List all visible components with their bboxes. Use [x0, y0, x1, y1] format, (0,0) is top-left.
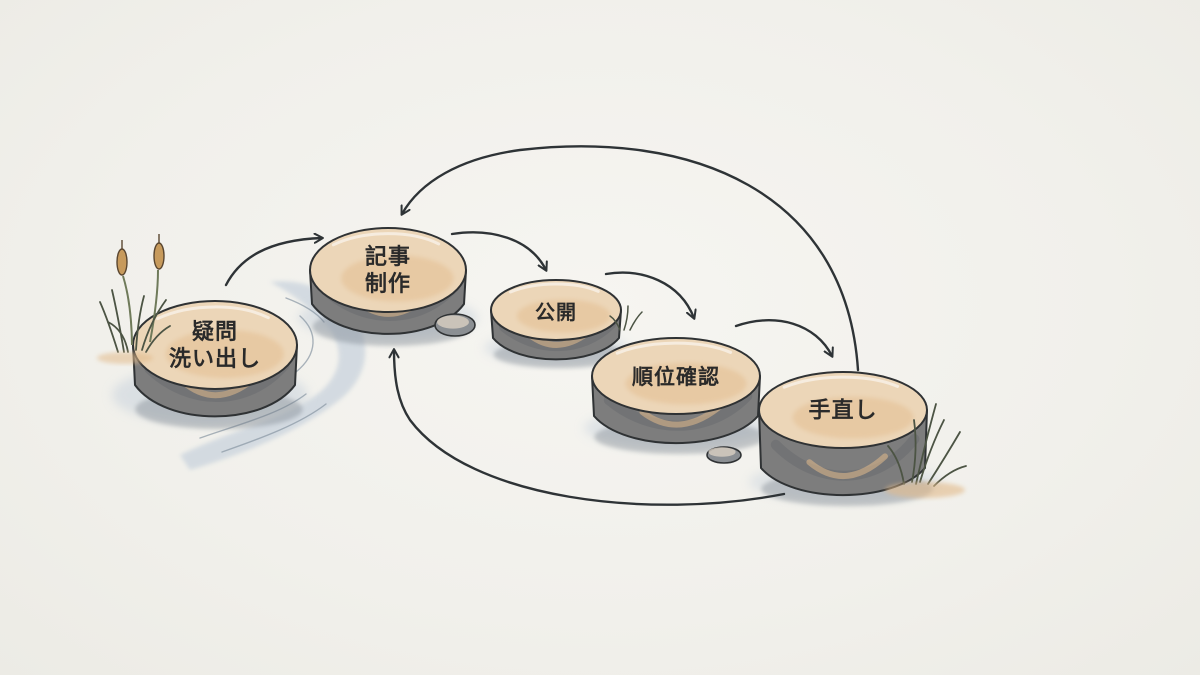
stone-step-5 [758, 371, 933, 506]
grass-ground [97, 352, 153, 364]
pebble-top [708, 447, 736, 457]
grass-blade [135, 295, 145, 351]
stone-label-line: 疑問 [191, 320, 239, 346]
pebble-top [437, 315, 469, 329]
plants-layer [97, 234, 967, 498]
flow-arrow-step-3-to-step-4 [604, 271, 694, 318]
stone-top-tint [341, 255, 454, 302]
reed-stem [149, 269, 159, 343]
stone-label-line: 洗い出し [168, 347, 262, 372]
stone-label-line: 公開 [535, 299, 577, 324]
stone-step-1 [132, 300, 303, 430]
grass-blade [927, 431, 961, 485]
stones-layer [132, 227, 933, 506]
grass-blade [911, 419, 917, 483]
stone-step-2 [309, 227, 472, 346]
flow-arrow-step-2-to-step-3 [450, 231, 546, 270]
grass-blade [145, 325, 171, 353]
flow-arrow-step-1-to-step-2 [224, 238, 322, 287]
grass-blade [107, 321, 129, 353]
stone-highlight [331, 232, 441, 247]
stone-top-tint [792, 396, 914, 439]
stone-label-line: 手直し [808, 398, 878, 424]
stone-top-tint [517, 299, 611, 333]
water-ripple [221, 403, 327, 453]
stone-top-tint [625, 362, 747, 405]
grass-blade [919, 419, 945, 483]
stream-body [180, 281, 366, 470]
pebble [706, 446, 742, 464]
grass-blade [141, 299, 167, 351]
stone-highlight [156, 305, 270, 321]
reed-stem [122, 275, 133, 346]
grass-blade [111, 289, 125, 353]
flow-arrow-step-5-to-step-2 [402, 145, 860, 372]
stone-top-tint [165, 329, 284, 378]
grass-blade [887, 445, 905, 485]
stone-highlight [509, 282, 600, 294]
stone-label-line: 記事 [364, 245, 412, 271]
stone-label-line: 順位確認 [632, 365, 720, 390]
stone-label-step-1: 疑問洗い出し [169, 320, 261, 374]
stone-step-3 [490, 279, 627, 368]
cattail-head [116, 248, 128, 276]
stone-highlight [782, 375, 900, 389]
grass-ground [885, 482, 965, 498]
water-ripple [295, 315, 314, 373]
flow-arrow-step-5-to-step-2 [394, 350, 786, 506]
pebble [434, 313, 476, 337]
stone-label-line: 制作 [364, 272, 412, 297]
grass-blade [609, 315, 621, 331]
arrows-layer [224, 145, 860, 506]
stone-highlight [615, 341, 733, 355]
stone-label-step-4: 順位確認 [632, 365, 720, 391]
grass-blade [629, 311, 643, 331]
stone-step-4 [591, 337, 766, 454]
grass-blade [99, 301, 119, 353]
stone-label-step-3: 公開 [535, 300, 577, 324]
stone-label-step-5: 手直し [808, 399, 877, 426]
flow-arrow-step-4-to-step-5 [734, 319, 832, 356]
grass-blade [623, 305, 629, 331]
stone-label-step-2: 記事制作 [365, 245, 411, 299]
stone-warm-tint [806, 453, 888, 479]
stone-warm-tint [639, 405, 721, 428]
grass-blade [915, 403, 937, 485]
cattail-head [153, 242, 165, 270]
